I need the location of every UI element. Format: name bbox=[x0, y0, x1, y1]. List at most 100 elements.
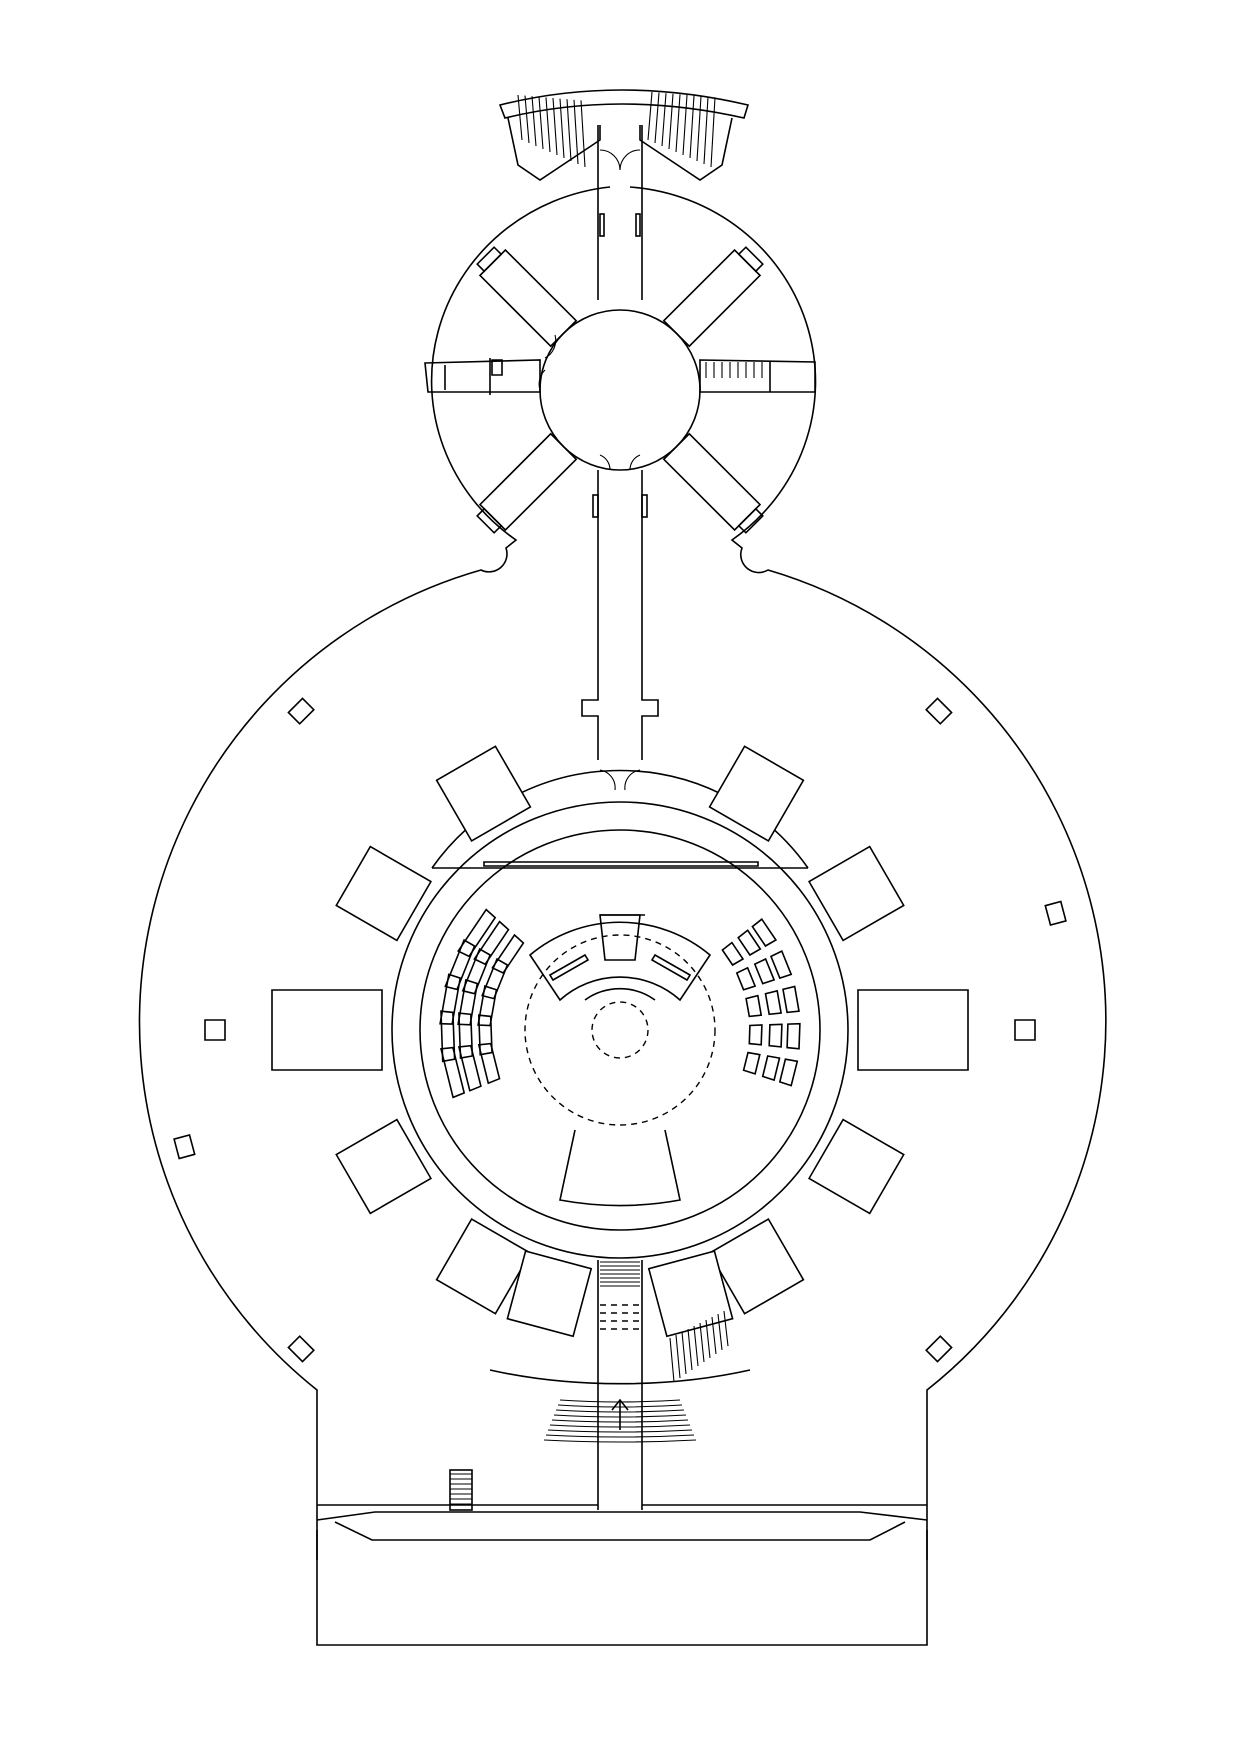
seat-row bbox=[768, 1023, 783, 1048]
seat-row bbox=[786, 1022, 801, 1050]
outer-wall bbox=[138, 186, 1107, 1646]
radial-room bbox=[506, 1250, 593, 1338]
stair-tread bbox=[545, 1434, 695, 1438]
perimeter-window bbox=[287, 1335, 315, 1363]
stair-tread bbox=[668, 93, 674, 150]
seat-row bbox=[737, 929, 762, 957]
seat-row bbox=[745, 994, 763, 1018]
stair-tread bbox=[543, 1439, 697, 1443]
seat-row bbox=[769, 950, 793, 980]
seat-row bbox=[735, 966, 757, 991]
upper-wing-room bbox=[478, 248, 578, 348]
upper-rotunda-wall bbox=[138, 186, 1107, 1646]
seat-row bbox=[461, 947, 492, 995]
stair-tread bbox=[545, 97, 551, 153]
stair-tread bbox=[696, 96, 702, 162]
service-stair bbox=[449, 1469, 473, 1511]
north-entrance-stairs bbox=[498, 89, 750, 300]
seat-row bbox=[721, 941, 745, 967]
seat-row bbox=[477, 985, 498, 1027]
perimeter-window bbox=[925, 697, 953, 725]
seat-row bbox=[477, 1042, 501, 1085]
seat-row bbox=[458, 1012, 474, 1060]
seat-row bbox=[444, 938, 476, 991]
upper-wing-window bbox=[476, 507, 503, 534]
stair-tread bbox=[566, 99, 572, 162]
central-stage bbox=[524, 914, 716, 1207]
connecting-corridor bbox=[581, 454, 659, 791]
stair-tread bbox=[547, 1429, 693, 1433]
stair-tread bbox=[711, 1316, 717, 1355]
radial-room bbox=[335, 1118, 432, 1215]
upper-wing-window bbox=[476, 246, 503, 273]
radial-room bbox=[335, 845, 432, 942]
upper-wing-room bbox=[478, 432, 578, 532]
radial-room bbox=[271, 989, 383, 1071]
main-radial-wings bbox=[173, 697, 1067, 1363]
stair-tread bbox=[559, 98, 565, 159]
room-window bbox=[204, 1019, 226, 1041]
auditorium-ring bbox=[391, 801, 849, 1259]
seat-row bbox=[764, 989, 783, 1016]
stair-tread bbox=[654, 92, 660, 144]
stair-tread bbox=[580, 100, 586, 168]
perimeter-window bbox=[1044, 900, 1067, 926]
stair-tread bbox=[531, 96, 537, 147]
stair-tread bbox=[517, 94, 523, 141]
seat-row bbox=[481, 957, 509, 1000]
seat-row bbox=[457, 908, 497, 958]
radial-room bbox=[708, 745, 805, 842]
seat-row bbox=[753, 957, 776, 985]
seat-row bbox=[457, 1044, 482, 1092]
stair-tread bbox=[682, 94, 688, 156]
radial-room bbox=[808, 845, 905, 942]
seating-rows bbox=[439, 908, 801, 1099]
room-window bbox=[1014, 1019, 1036, 1041]
seat-row bbox=[782, 985, 800, 1014]
seat-row bbox=[778, 1058, 799, 1087]
performance-circle bbox=[524, 934, 716, 1126]
radial-room bbox=[808, 1118, 905, 1215]
stair-tread bbox=[538, 96, 544, 150]
upper-west-room bbox=[424, 358, 541, 395]
seat-row bbox=[440, 1046, 466, 1099]
stair-tread bbox=[687, 1328, 693, 1371]
stair-tread bbox=[689, 95, 695, 159]
radial-room bbox=[435, 1218, 532, 1315]
stair-tread bbox=[717, 1313, 723, 1351]
seat-row bbox=[742, 1051, 761, 1075]
south-lobby bbox=[316, 1469, 928, 1560]
stair-tread bbox=[524, 95, 530, 144]
seat-row bbox=[440, 1010, 456, 1063]
seat-row bbox=[457, 978, 479, 1026]
seat-row bbox=[751, 918, 778, 948]
seat-row bbox=[439, 973, 462, 1025]
stair-tread bbox=[552, 97, 558, 156]
seat-row bbox=[473, 920, 510, 966]
perimeter-window bbox=[287, 697, 315, 725]
radial-room bbox=[647, 1250, 734, 1338]
upper-east-stair-room bbox=[699, 359, 816, 393]
upper-wing-window bbox=[737, 246, 764, 273]
stair-tread bbox=[681, 1331, 687, 1375]
stair-tread bbox=[669, 1337, 675, 1383]
stair-tread bbox=[675, 94, 681, 153]
stair-tread bbox=[705, 1319, 711, 1359]
stair-tread bbox=[693, 1325, 699, 1367]
seat-row bbox=[761, 1055, 781, 1082]
stair-tread bbox=[661, 93, 667, 147]
seat-row bbox=[477, 1014, 493, 1056]
stair-tread bbox=[573, 99, 579, 165]
radial-room bbox=[435, 745, 532, 842]
south-entrance bbox=[489, 1260, 751, 1510]
auditorium-inner-ring bbox=[419, 829, 821, 1231]
stair-tread bbox=[703, 96, 709, 165]
seat-row bbox=[491, 933, 525, 975]
center-circle bbox=[591, 1001, 649, 1059]
perimeter-window bbox=[173, 1134, 196, 1160]
stair-tread bbox=[647, 91, 653, 141]
stair-tread bbox=[675, 1334, 681, 1379]
upper-wing-room bbox=[662, 432, 762, 532]
radial-room bbox=[857, 989, 969, 1071]
